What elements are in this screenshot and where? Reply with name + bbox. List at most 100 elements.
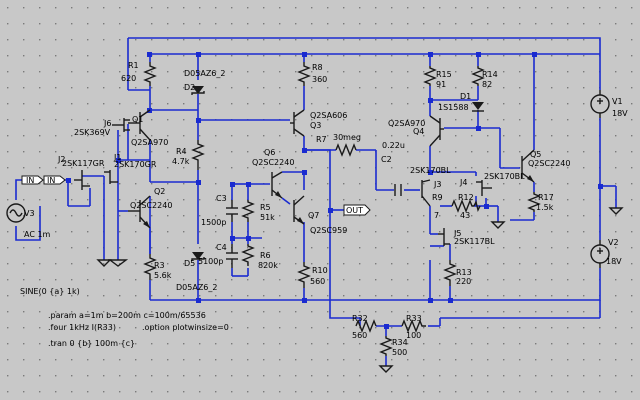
label-r8-value: 360: [312, 75, 327, 84]
label-j5: J5: [453, 229, 461, 238]
wires: [15, 37, 617, 366]
label-r9-value: 7: [434, 211, 439, 220]
transistor-q6: [271, 171, 283, 199]
label-c2: C2: [381, 155, 392, 164]
label-j1: J1: [113, 153, 121, 162]
label-r13: R13: [456, 268, 472, 277]
label-v2-value: 18V: [606, 257, 622, 266]
label-v3: V3: [24, 209, 35, 218]
transistor-q4: [429, 115, 444, 147]
source-v1: [590, 90, 610, 118]
label-d1-model: 1S1588: [438, 103, 469, 112]
label-r1: R1: [128, 61, 139, 70]
label-r33-value: 100: [406, 331, 421, 340]
label-j3: J3: [433, 180, 441, 189]
label-r17: R17: [538, 193, 554, 202]
label-r1-value: 620: [121, 74, 136, 83]
net-label-in-left: [21, 175, 44, 185]
resistor-r8: [297, 62, 311, 86]
label-c1-value: 1500p: [201, 218, 226, 227]
label-j2: J2: [57, 155, 65, 164]
label-r33: R33: [406, 314, 422, 323]
label-r10: R10: [312, 266, 328, 275]
transistor-q1: [128, 109, 151, 141]
label-v3-value: AC 1m: [24, 230, 51, 239]
jfet-j2: [74, 170, 90, 190]
resistor-r33: [401, 319, 426, 333]
label-j6: J6: [103, 119, 111, 128]
label-r5: R5: [260, 203, 271, 212]
net-label-out: [343, 204, 371, 216]
resistor-r17: [527, 192, 541, 212]
label-v1-value: 18V: [612, 109, 628, 118]
label-r5-value: 51k: [260, 213, 275, 222]
label-r9: R9: [432, 193, 443, 202]
components: [6, 62, 624, 373]
label-q6: Q6: [264, 148, 275, 157]
resistor-r3: [143, 254, 157, 280]
ground-symbols: [96, 207, 624, 373]
label-j6-model: 2SK369V: [74, 128, 111, 137]
resistor-r34: [379, 336, 393, 356]
jfet-j4: [476, 180, 492, 196]
directive-param: .param a=1m b=200m c=100m/65536: [48, 311, 206, 320]
resistor-r5: [241, 200, 255, 222]
label-r13-value: 220: [456, 277, 471, 286]
label-r4: R4: [176, 147, 187, 156]
label-j3-model: 2SK170BL: [410, 166, 451, 175]
label-d2-model: D05AZ6_2: [184, 69, 225, 78]
label-r8: R8: [312, 63, 323, 72]
label-q2-model: Q2SC2240: [130, 201, 172, 210]
resistor-r6: [241, 244, 255, 266]
label-r4-value: 4.7k: [172, 157, 190, 166]
label-q4: Q4: [413, 127, 424, 136]
label-r14: R14: [482, 70, 498, 79]
transistor-q3: [290, 109, 305, 137]
label-r17-value: 1.5k: [536, 203, 554, 212]
label-r12: R12: [458, 193, 474, 202]
component-labels: R1 620 D05AZ6_2 D2 R8 360 R15 91 R14 82 …: [24, 61, 628, 357]
source-v2: [590, 240, 610, 268]
label-in-right: IN: [47, 176, 55, 185]
resistor-r14: [471, 66, 485, 86]
label-j1-model: 2SK170GR: [114, 160, 157, 169]
resistor-r10: [297, 262, 311, 288]
label-d5: D5: [184, 259, 195, 268]
label-c4: C4: [216, 243, 227, 252]
label-c2-value: 0.22u: [382, 141, 405, 150]
net-label-in-right: [43, 175, 66, 185]
jfet-j6: [112, 118, 130, 132]
label-q5-model: Q2SC2240: [528, 159, 570, 168]
label-r32: R32: [352, 314, 368, 323]
label-r3: R3: [154, 261, 165, 270]
resistor-r4: [191, 140, 205, 170]
capacitor-c3: [226, 200, 238, 222]
label-q5: Q5: [530, 150, 541, 159]
transistor-q7: [293, 195, 305, 225]
label-q7-model: Q2SC959: [310, 226, 347, 235]
label-v1: V1: [612, 97, 623, 106]
resistor-r13: [443, 260, 457, 286]
jfet-j1: [104, 170, 118, 184]
label-q1-model: Q2SA970: [131, 138, 168, 147]
zener-d2: [191, 86, 205, 95]
directive-sine: SINE(0 {a} 1k): [20, 287, 80, 296]
label-r3-value: 5.6k: [154, 271, 172, 280]
label-d5-model: D05AZ6_2: [176, 283, 217, 292]
label-d1: D1: [460, 92, 471, 101]
label-j2-model: 2SK117GR: [62, 159, 105, 168]
spice-directives[interactable]: SINE(0 {a} 1k) .param a=1m b=200m c=100m…: [20, 287, 229, 348]
resistor-r32: [355, 319, 377, 333]
label-c3: C3: [216, 194, 227, 203]
resistor-r1: [143, 62, 157, 86]
label-j4: J4: [459, 178, 467, 187]
label-r34: R34: [392, 338, 408, 347]
label-in-left: IN: [26, 176, 34, 185]
resistor-r7: [335, 143, 357, 157]
label-r34-value: 500: [392, 348, 407, 357]
label-q2: Q2: [154, 187, 165, 196]
label-r15-value: 91: [436, 80, 446, 89]
label-d2: D2: [184, 83, 195, 92]
